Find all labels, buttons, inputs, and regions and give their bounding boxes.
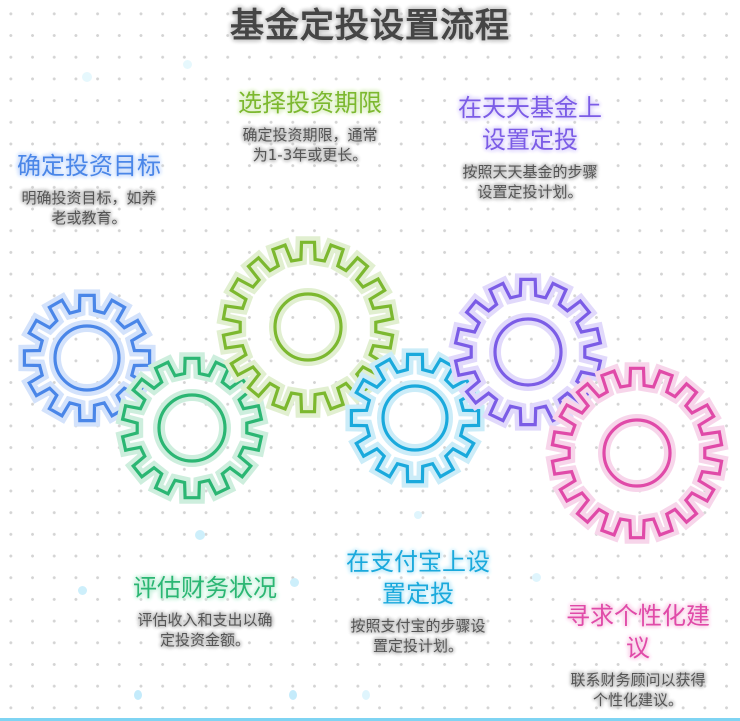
page-title: 基金定投设置流程	[230, 6, 510, 46]
step-title: 选择投资期限	[238, 89, 382, 117]
step-alipay: 在支付宝上设 置定投 按照支付宝的步骤设 置定投计划。	[318, 546, 518, 656]
step-advice: 寻求个性化建 议 联系财务顾问以获得 个性化建议。	[538, 600, 738, 710]
step-title: 评估财务状况	[133, 574, 277, 602]
gear-goal-icon	[18, 289, 156, 427]
decorative-dot	[532, 573, 541, 582]
step-description: 评估收入和支出以确 定投资金额。	[137, 611, 273, 649]
step-tiantian: 在天天基金上 设置定投 按照天天基金的步骤 设置定投计划。	[430, 92, 630, 202]
step-title: 在支付宝上设 置定投	[346, 548, 490, 608]
step-title: 寻求个性化建 议	[566, 602, 710, 662]
step-goal: 确定投资目标 明确投资目标，如养 老或教育。	[0, 150, 178, 228]
gear-tiantian-icon	[448, 273, 608, 431]
step-description: 确定投资期限，通常 为1-3年或更长。	[242, 126, 378, 164]
decorative-dot	[134, 690, 142, 700]
decorative-dot	[82, 72, 92, 82]
step-title: 确定投资目标	[17, 152, 161, 180]
gear-term-icon	[216, 236, 400, 418]
decorative-dot	[183, 60, 192, 69]
decorative-dot	[362, 690, 370, 700]
step-description: 按照支付宝的步骤设 置定投计划。	[350, 617, 486, 655]
decorative-dot	[78, 586, 87, 595]
decorative-dot	[290, 578, 299, 587]
decorative-dot	[195, 530, 205, 540]
bottom-border	[0, 718, 740, 721]
step-finance: 评估财务状况 评估收入和支出以确 定投资金额。	[100, 572, 310, 650]
decorative-dot	[414, 511, 422, 519]
step-description: 按照天天基金的步骤 设置定投计划。	[462, 163, 598, 201]
gear-advice-icon	[545, 362, 729, 544]
decorative-dot	[289, 690, 297, 700]
step-term: 选择投资期限 确定投资期限，通常 为1-3年或更长。	[210, 87, 410, 165]
step-title: 在天天基金上 设置定投	[458, 94, 602, 154]
step-description: 联系财务顾问以获得 个性化建议。	[570, 671, 706, 709]
gear-alipay-icon	[345, 348, 485, 488]
step-description: 明确投资目标，如养 老或教育。	[21, 189, 157, 227]
